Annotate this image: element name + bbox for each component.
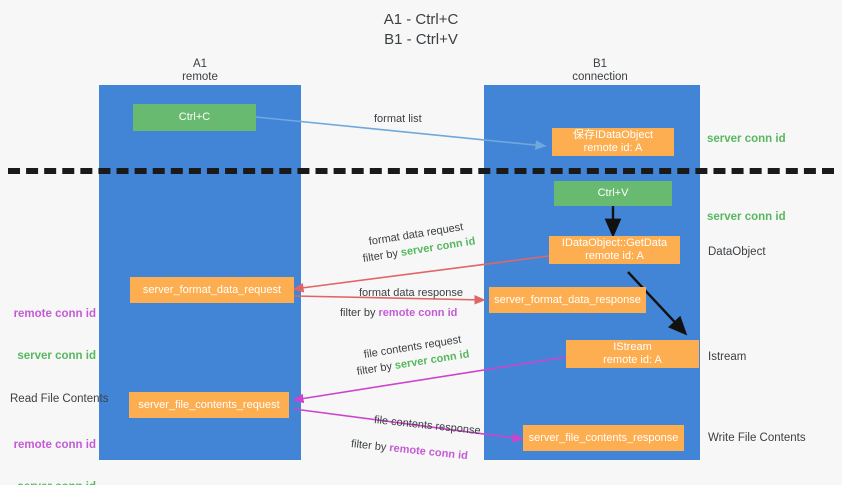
box-istream[interactable]: IStream remote id: A [566,340,699,368]
filter-key-remote-conn-id: remote conn id [378,307,458,319]
lane-header-b1: B1 connection [572,58,628,83]
label-dataobject: DataObject [708,246,766,258]
box-server-file-contents-response[interactable]: server_file_contents_response [523,425,684,451]
lane-header-a1: A1 remote [182,58,218,83]
box-server-file-contents-request[interactable]: server_file_contents_request [129,392,289,418]
filter-prefix: filter by [340,307,379,319]
edge-label-format-data-response: format data response [359,287,463,299]
edge-label-file-contents-response: file contents response [373,414,482,438]
label-istream: Istream [708,351,747,363]
filter-key-remote-conn-id: remote conn id [388,442,469,463]
filter-prefix: filter by [361,247,402,265]
label-remote-conn-id-1: remote conn id [13,308,96,320]
page-title: A1 - Ctrl+C B1 - Ctrl+V [383,11,459,48]
label-server-conn-id-top: server conn id [707,133,786,145]
label-conn-ids-format: remote conn id server conn id [10,279,96,391]
phase-divider [8,168,834,174]
label-remote-conn-id-2: remote conn id [13,439,96,451]
edge-label-format-data-response-filter: filter by remote conn id [340,306,457,321]
label-server-conn-id-2: server conn id [10,480,96,485]
box-server-format-data-response[interactable]: server_format_data_response [489,287,646,313]
edge-label-file-contents-response-filter: filter by remote conn id [350,437,468,464]
filter-prefix: filter by [350,438,390,454]
label-write-file-contents: Write File Contents [708,432,806,444]
box-idataobject-getdata[interactable]: IDataObject::GetData remote id: A [549,236,680,264]
box-ctrl-v[interactable]: Ctrl+V [554,181,672,206]
box-ctrl-c[interactable]: Ctrl+C [133,104,256,131]
label-conn-ids-file: remote conn id server conn id [10,410,96,485]
box-save-idataobject[interactable]: 保存IDataObject remote id: A [552,128,674,156]
edge-label-format-list: format list [374,113,422,125]
label-server-conn-id-1: server conn id [17,350,96,362]
label-server-conn-id-mid: server conn id [707,211,786,223]
label-read-file-contents: Read File Contents [10,393,109,405]
box-server-format-data-request[interactable]: server_format_data_request [130,277,294,303]
filter-prefix: filter by [355,360,396,378]
